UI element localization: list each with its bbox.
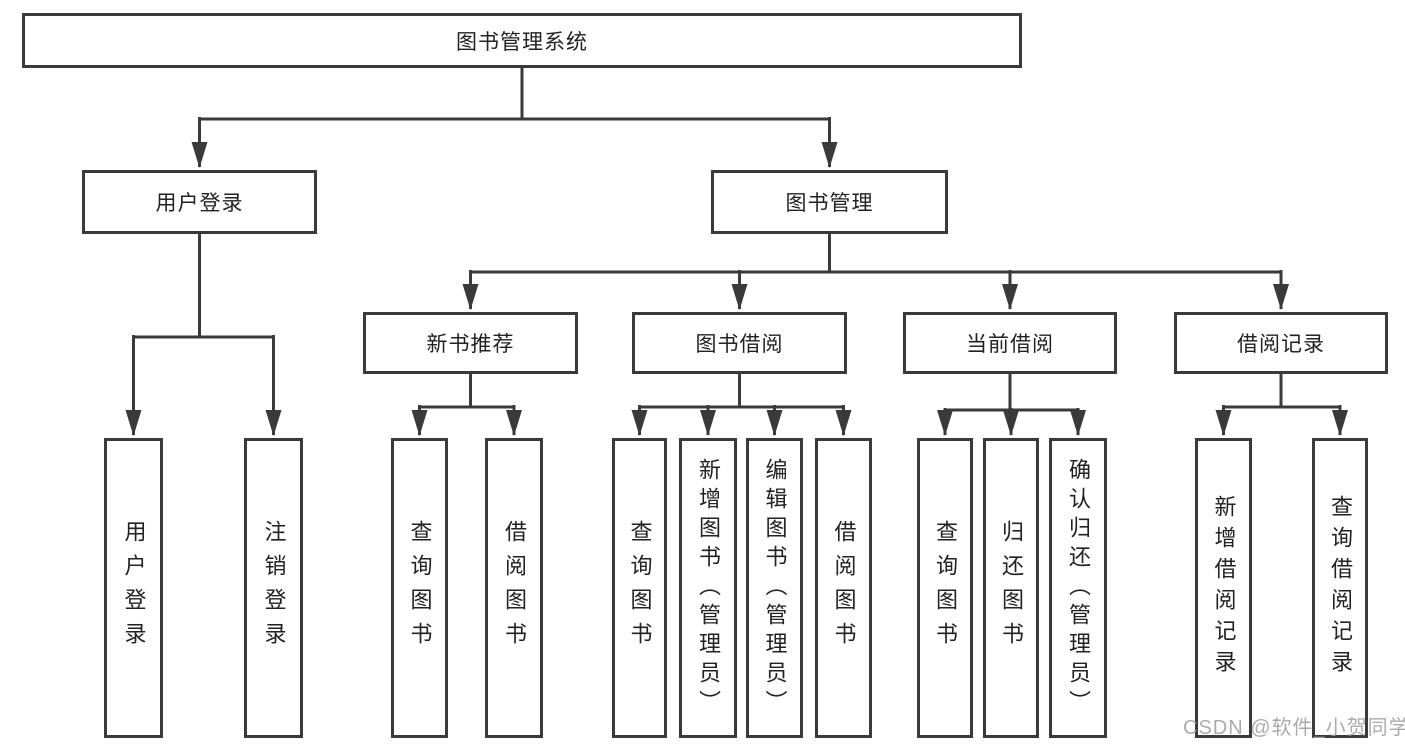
- node-br-add-borrow-record: 新增借阅记录: [1195, 438, 1252, 738]
- node-nbr-borrow-book: 借阅图书: [485, 438, 543, 738]
- node-bb-edit-book-admin: 编辑图书（管理员）: [746, 438, 803, 738]
- node-root-system: 图书管理系统: [22, 13, 1022, 68]
- node-cb-query-book: 查询图书: [917, 438, 973, 738]
- node-br-query-borrow-record: 查询借阅记录: [1312, 438, 1368, 738]
- node-borrowing-records: 借阅记录: [1174, 312, 1388, 374]
- node-user-login: 用户登录: [82, 170, 317, 234]
- node-bb-borrow-book: 借阅图书: [815, 438, 872, 738]
- node-logout-action: 注销登录: [244, 438, 303, 738]
- node-new-book-recommendation: 新书推荐: [363, 312, 578, 374]
- node-user-login-action: 用户登录: [104, 438, 163, 738]
- node-book-borrowing: 图书借阅: [632, 312, 847, 374]
- csdn-watermark: CSDN @软件_小贺同学: [1183, 717, 1405, 739]
- node-nbr-query-book: 查询图书: [391, 438, 448, 738]
- node-current-borrowing: 当前借阅: [903, 312, 1117, 374]
- node-cb-return-book: 归还图书: [983, 438, 1039, 738]
- node-bb-add-book-admin: 新增图书（管理员）: [679, 438, 737, 738]
- node-book-management: 图书管理: [711, 170, 948, 234]
- node-cb-confirm-return-admin: 确认归还（管理员）: [1049, 438, 1107, 738]
- node-bb-query-book: 查询图书: [612, 438, 667, 738]
